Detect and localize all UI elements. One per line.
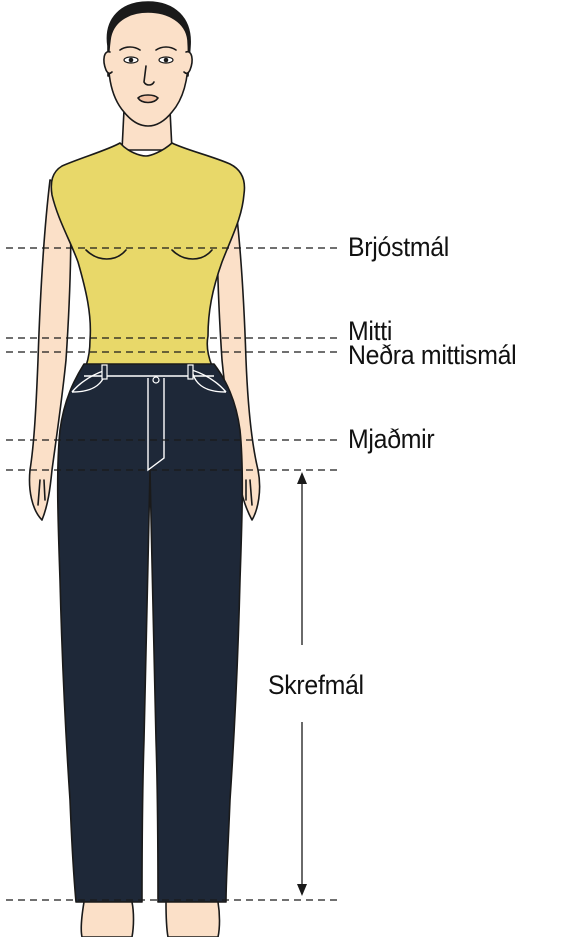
belt-loop-right bbox=[188, 365, 193, 379]
label-inseam: Skrefmál bbox=[268, 670, 364, 700]
top-garment bbox=[51, 143, 244, 366]
arrow-head-up bbox=[297, 472, 307, 484]
label-low-waist: Neðra mittismál bbox=[348, 340, 516, 370]
jeans-button bbox=[153, 377, 159, 383]
mouth bbox=[138, 95, 158, 103]
right-foot bbox=[166, 902, 220, 937]
head bbox=[104, 2, 192, 126]
belt-loop-left bbox=[102, 365, 107, 379]
left-foot bbox=[81, 902, 133, 937]
arrow-head-down bbox=[297, 884, 307, 896]
jeans bbox=[58, 364, 243, 902]
label-bust: Brjóstmál bbox=[348, 232, 449, 262]
label-hips: Mjaðmir bbox=[348, 424, 434, 454]
